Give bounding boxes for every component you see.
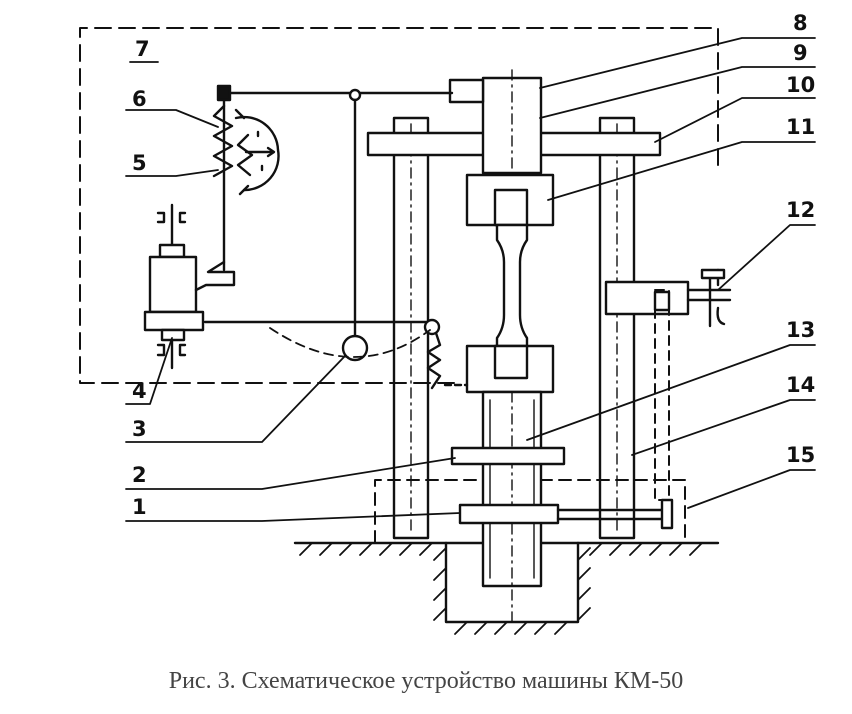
worm-gear — [458, 503, 560, 525]
label-13: 13 — [786, 318, 815, 342]
label-11: 11 — [786, 115, 815, 139]
column-clamp — [604, 268, 732, 328]
recorder-drum — [143, 203, 236, 370]
handwheel-disc — [450, 446, 566, 466]
right-column — [598, 116, 636, 540]
label-9: 9 — [793, 41, 808, 65]
pendulum-assembly — [203, 88, 469, 390]
specimen — [495, 223, 529, 354]
label-8: 8 — [793, 11, 808, 35]
label-14: 14 — [786, 373, 815, 397]
label-4: 4 — [132, 379, 147, 403]
load-scale — [212, 84, 280, 272]
figure-caption: Рис. 3. Схематическое устройство машины … — [168, 668, 684, 694]
label-5: 5 — [132, 151, 147, 175]
label-2: 2 — [132, 463, 147, 487]
dashed-guide — [654, 289, 670, 501]
label-7: 7 — [135, 37, 150, 61]
label-3: 3 — [132, 417, 147, 441]
label-6: 6 — [132, 87, 147, 111]
lower-screw — [481, 390, 543, 626]
leader-lines — [125, 37, 816, 522]
label-12: 12 — [786, 198, 815, 222]
label-10: 10 — [786, 73, 815, 97]
worm-drive — [556, 498, 674, 530]
left-column — [392, 116, 430, 540]
label-1: 1 — [132, 495, 147, 519]
dashed-enclosure — [79, 27, 719, 384]
label-15: 15 — [786, 443, 815, 467]
top-nut — [448, 78, 485, 104]
